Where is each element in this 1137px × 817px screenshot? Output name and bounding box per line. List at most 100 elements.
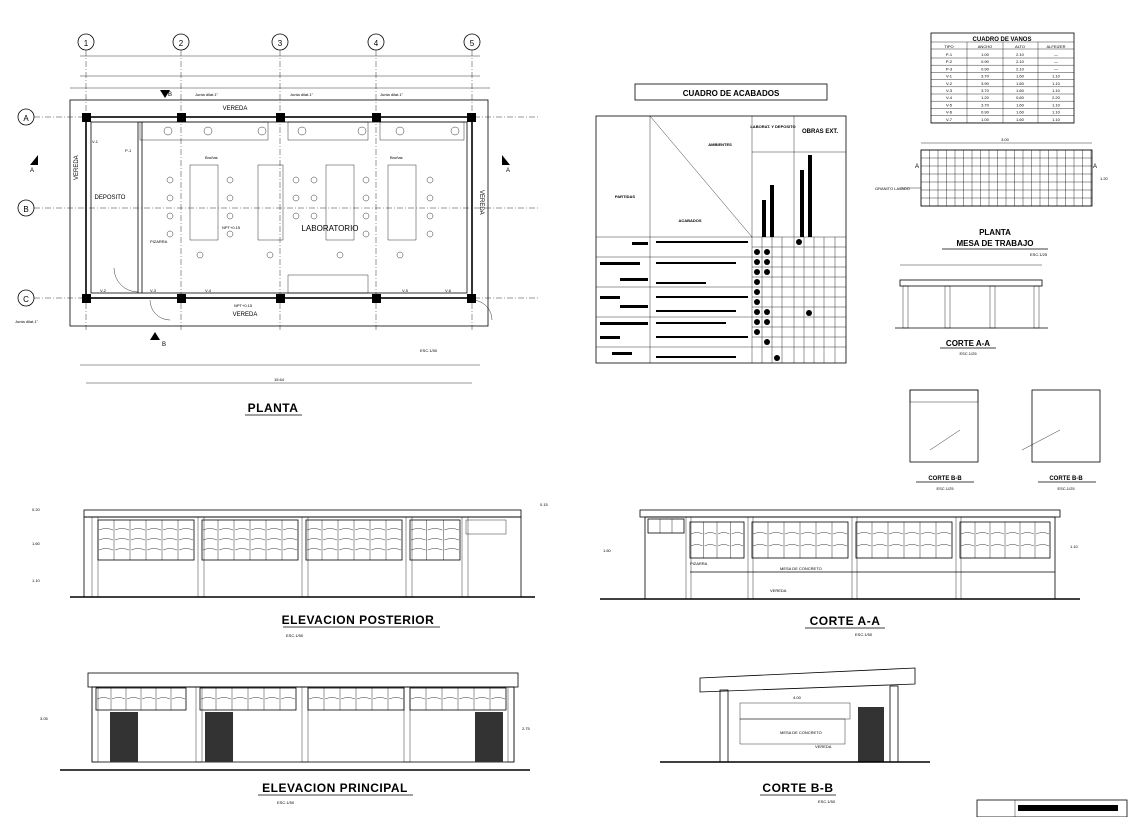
ep-dim-4: 0.15 bbox=[540, 502, 549, 507]
ep-dim-2: 1.60 bbox=[32, 541, 41, 546]
corte-bb-large: 4.00 MESA DE CONCRETO VEREDA CORTE B-B E… bbox=[660, 667, 930, 804]
mesa-grid bbox=[920, 149, 1092, 207]
junta-label-1: Junta dilat.1" bbox=[195, 92, 219, 97]
vanos-cell: 1.10 bbox=[1052, 88, 1061, 93]
ca-title: CORTE A-A bbox=[810, 614, 881, 628]
window-v4: V-4 bbox=[205, 288, 212, 293]
epr-dim-5: 3.05 bbox=[40, 716, 49, 721]
vanos-cell: V-7 bbox=[946, 117, 953, 122]
vanos-cell: 1.60 bbox=[1016, 88, 1025, 93]
vanos-h-ancho: ANCHO bbox=[978, 44, 992, 49]
junta-label-4: Junta dilat.1" bbox=[15, 319, 39, 324]
vanos-cell: V-4 bbox=[946, 95, 953, 100]
acabados-ambientes: AMBIENTES bbox=[708, 142, 732, 147]
vanos-h-alto: ALTO bbox=[1015, 44, 1025, 49]
mesa-cut-left: A bbox=[915, 164, 919, 170]
junta-label-3: Junta dilat.1" bbox=[380, 92, 404, 97]
cb-dim: 4.00 bbox=[793, 695, 802, 700]
mesa-label: GRANITO LAVADO bbox=[875, 186, 910, 191]
mesa-cut-right: A bbox=[1093, 164, 1097, 170]
elevacion-posterior: 0.20 1.60 1.10 0.15 ELEVACION POSTERIOR … bbox=[32, 502, 549, 638]
title-block bbox=[976, 799, 1128, 817]
vanos-cell: 3.90 bbox=[981, 81, 990, 86]
vanos-cell: 3.70 bbox=[981, 88, 990, 93]
ca-scale: ESC.1/50 bbox=[855, 632, 873, 637]
plan-exterior-wall bbox=[85, 116, 473, 299]
vereda-bottom: VEREDA bbox=[233, 312, 258, 318]
corte-aa-large: MESA DE CONCRETO VEREDA PIZARRA 1.60 1.1… bbox=[600, 509, 1080, 637]
mesa-dim-side: 1.20 bbox=[1100, 176, 1109, 181]
axis-4: 4 bbox=[374, 39, 379, 48]
mesa-title-1: PLANTA bbox=[979, 228, 1011, 237]
vereda-right: VEREDA bbox=[478, 190, 484, 215]
elevacion-principal: 3.05 2.75 ELEVACION PRINCIPAL ESC.1/50 bbox=[40, 672, 531, 805]
vanos-cell: 1.60 bbox=[1016, 117, 1025, 122]
acabados-col-laborat: LABORAT. Y DEPOSITO bbox=[750, 124, 795, 129]
vanos-h-tipo: TIPO bbox=[944, 44, 953, 49]
corte-bb-small2-scale: ESC.1/25 bbox=[1057, 486, 1075, 491]
vanos-cell: — bbox=[1054, 59, 1058, 64]
corte-bb-small1-title: CORTE B-B bbox=[928, 476, 962, 482]
window-v3: V-3 bbox=[150, 288, 157, 293]
vanos-cell: 1.00 bbox=[981, 117, 990, 122]
door-label: P-1 bbox=[125, 148, 132, 153]
ca-windows bbox=[647, 516, 1051, 600]
junta-label-2: Junta dilat.1" bbox=[290, 92, 314, 97]
vanos-cell: V-5 bbox=[946, 102, 953, 107]
vanos-cell: 3.70 bbox=[981, 102, 990, 107]
plan-columns bbox=[82, 113, 476, 303]
ep-dim-3: 1.10 bbox=[32, 578, 41, 583]
pizarra-label: PIZARRA bbox=[150, 239, 168, 244]
axis-B: B bbox=[23, 205, 28, 214]
vanos-cell: 1.10 bbox=[1052, 110, 1061, 115]
ca-dim-2: 1.60 bbox=[603, 548, 612, 553]
vanos-h-alfeizer: ALFEIZER bbox=[1046, 44, 1065, 49]
vanos-cell: 1.60 bbox=[1016, 74, 1025, 79]
cb-vereda-label: VEREDA bbox=[815, 744, 832, 749]
corte-aa-small-title: CORTE A-A bbox=[946, 339, 990, 348]
plan-vereda-outline bbox=[69, 99, 489, 327]
vanos-cell: P-2 bbox=[946, 59, 953, 64]
vanos-cell: 2.10 bbox=[1016, 59, 1025, 64]
axis-C: C bbox=[23, 295, 29, 304]
plan-total-dim: 15.64 bbox=[274, 377, 285, 382]
vanos-cell: 0.90 bbox=[981, 59, 990, 64]
ca-pizarra-label: PIZARRA bbox=[690, 561, 708, 566]
vanos-cell: P-3 bbox=[946, 66, 953, 71]
axis-3: 3 bbox=[278, 39, 283, 48]
plan-benches bbox=[139, 121, 465, 294]
vanos-cell: 1.10 bbox=[1052, 74, 1061, 79]
vanos-cell: 0.90 bbox=[981, 66, 990, 71]
vanos-cell: 3.70 bbox=[981, 74, 990, 79]
vanos-cell: 1.60 bbox=[1016, 81, 1025, 86]
vanos-cell: 1.20 bbox=[981, 95, 990, 100]
acabados-dots bbox=[754, 239, 812, 361]
ep-windows bbox=[91, 516, 507, 598]
mesa-plan: 3.00 1.20 GRANITO LAVADO A A PLANTA MESA… bbox=[875, 137, 1109, 257]
vanos-cell: 1.10 bbox=[1052, 81, 1061, 86]
ep-scale: ESC.1/50 bbox=[286, 633, 304, 638]
cut-b-bottom: B bbox=[162, 342, 166, 348]
corte-bb-small1-scale: ESC.1/25 bbox=[936, 486, 954, 491]
acabados-col-obras: OBRAS EXT. bbox=[802, 129, 838, 135]
axis-A: A bbox=[23, 114, 29, 123]
window bbox=[647, 518, 685, 534]
vanos-title: CUADRO DE VANOS bbox=[973, 37, 1032, 43]
acabados-grid bbox=[596, 237, 846, 363]
ca-mesa-label: MESA DE CONCRETO bbox=[780, 566, 822, 571]
room-laboratorio: LABORATORIO bbox=[301, 224, 358, 233]
npt-2: NPT+0.15 bbox=[234, 303, 253, 308]
vereda-left: VEREDA bbox=[74, 155, 80, 180]
brunas-label-1: Bruñas bbox=[205, 155, 218, 160]
ep-dim-1: 0.20 bbox=[32, 507, 41, 512]
vanos-cell: — bbox=[1054, 66, 1058, 71]
brunas-label-2: Bruñas bbox=[390, 155, 403, 160]
vanos-cell: 2.20 bbox=[1052, 95, 1061, 100]
cb-title: CORTE B-B bbox=[762, 781, 833, 795]
npt-1: NPT+0.15 bbox=[222, 225, 241, 230]
epr-title: ELEVACION PRINCIPAL bbox=[262, 781, 408, 795]
plan-stools bbox=[163, 126, 460, 259]
cut-b-top: B bbox=[168, 92, 172, 98]
